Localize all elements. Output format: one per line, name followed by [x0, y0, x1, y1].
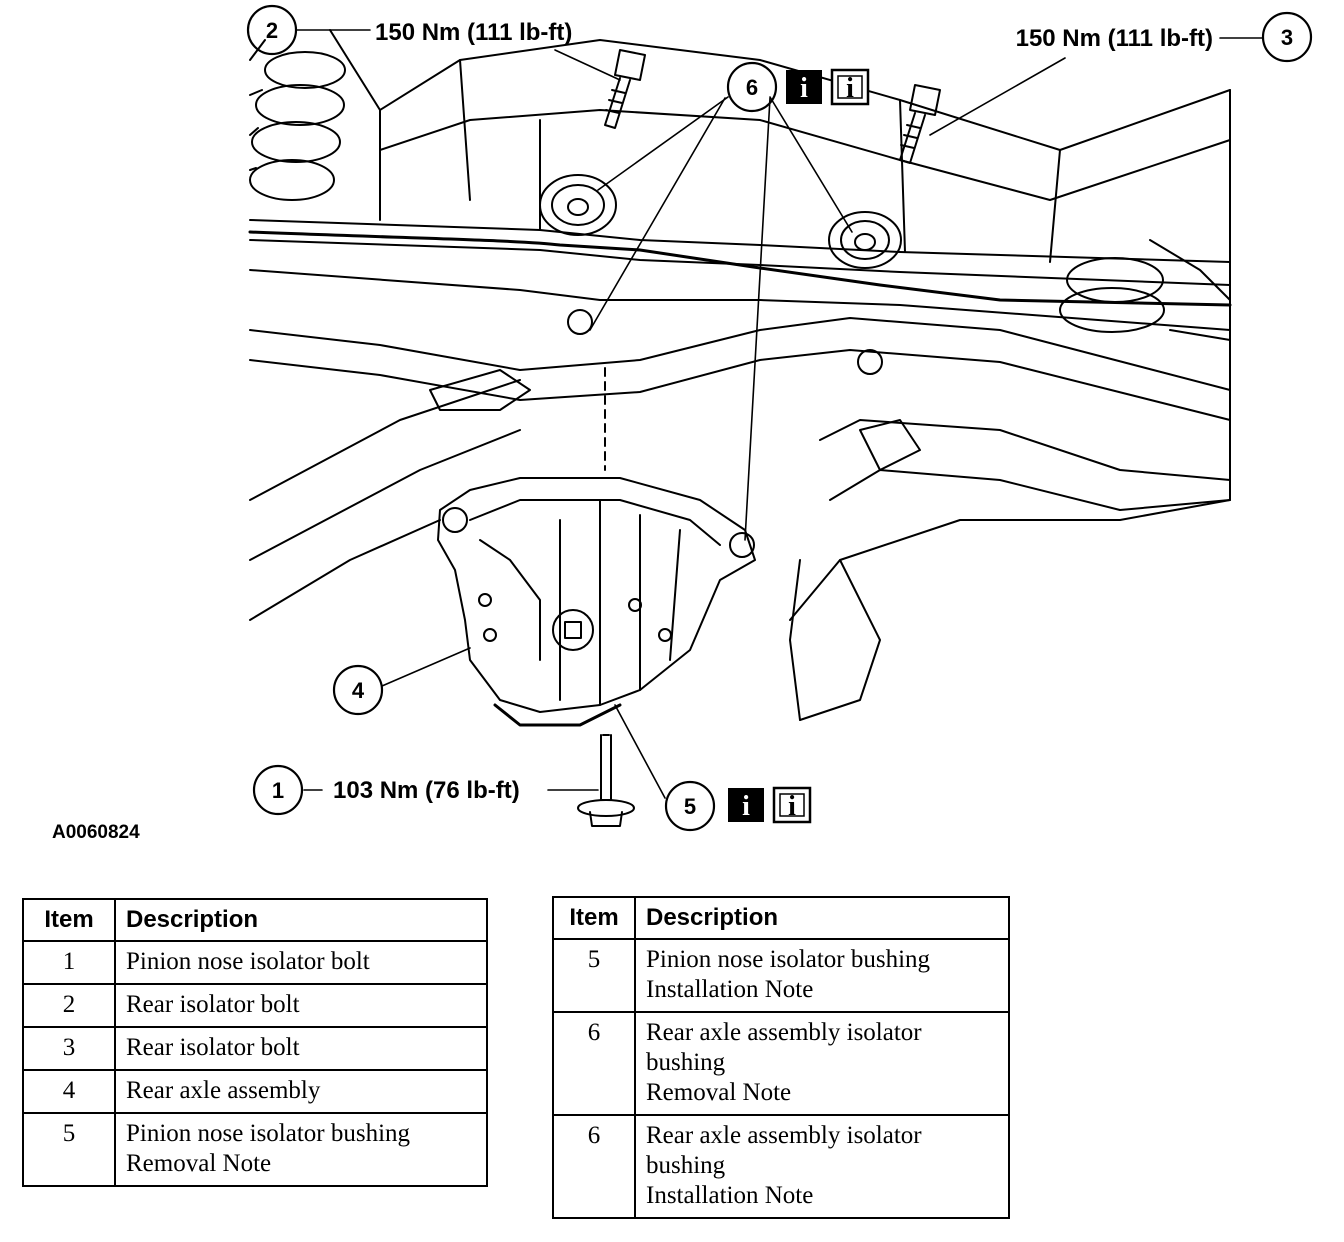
table-row: 1 Pinion nose isolator bolt	[22, 940, 488, 985]
item-description: Rear isolator bolt	[114, 983, 488, 1028]
item-number: 4	[22, 1069, 116, 1114]
callout-circle-1	[252, 764, 304, 816]
right-coil-spring	[1059, 239, 1231, 341]
left-coil-spring	[249, 39, 346, 201]
item-description: Pinion nose isolator bushing Installatio…	[634, 938, 1010, 1013]
isolator-bushing-right	[828, 211, 902, 269]
callout-number-3: 3	[1281, 25, 1293, 50]
callout-number-2: 2	[266, 18, 278, 43]
item-number: 2	[22, 983, 116, 1028]
item-number: 3	[22, 1026, 116, 1071]
item-number: 5	[22, 1112, 116, 1187]
rear-axle-diagram: 2 3 6 4 1 5 150 Nm (111 lb-ft) 150 Nm (1…	[246, 4, 1313, 832]
item-header: Item	[22, 898, 116, 942]
item-description: Pinion nose isolator bolt	[114, 940, 488, 985]
table-row: 2 Rear isolator bolt	[22, 983, 488, 1028]
table-row: 5 Pinion nose isolator bushing Installat…	[552, 938, 1010, 1013]
table-row: 6 Rear axle assembly isolator bushing In…	[552, 1114, 1010, 1219]
removal-note-link[interactable]: Removal Note	[646, 1079, 792, 1106]
item-number: 6	[552, 1011, 636, 1116]
callout-circle-3	[1261, 11, 1313, 63]
svg-text:i: i	[800, 73, 808, 104]
svg-text:i: i	[846, 73, 854, 104]
callout-circle-6	[726, 61, 778, 113]
torque-label-3: 150 Nm (111 lb-ft)	[1016, 25, 1213, 52]
callout-circle-5	[664, 780, 716, 832]
callout-circle-2	[246, 4, 298, 56]
pinion-mount-nut-left	[567, 309, 593, 335]
leader-lines	[295, 29, 1263, 799]
table-row: 3 Rear isolator bolt	[22, 1026, 488, 1071]
installation-note-link[interactable]: Installation Note	[646, 976, 814, 1003]
description-header: Description	[114, 898, 488, 942]
legend-table-right: Item Description 5 Pinion nose isolator …	[552, 896, 1010, 1219]
rear-axle-differential	[437, 477, 756, 727]
info-removal-icon[interactable]: i	[786, 70, 822, 104]
torque-label-2: 150 Nm (111 lb-ft)	[375, 19, 572, 46]
legend-table-left: Item Description 1 Pinion nose isolator …	[22, 898, 488, 1187]
table-row: 5 Pinion nose isolator bushing Removal N…	[22, 1112, 488, 1187]
description-header: Description	[634, 896, 1010, 940]
isolator-bushing-left	[539, 174, 617, 236]
callout-circle-4	[332, 664, 384, 716]
table-row: 4 Rear axle assembly	[22, 1069, 488, 1114]
pinion-mount-nut-right	[857, 349, 883, 375]
svg-text:i: i	[742, 791, 750, 822]
rear-isolator-bolt-left	[604, 49, 646, 129]
crossmember-frame	[249, 29, 1231, 721]
installation-note-link[interactable]: Installation Note	[646, 1182, 814, 1209]
item-number: 1	[22, 940, 116, 985]
brake-line	[248, 230, 1232, 307]
item-number: 5	[552, 938, 636, 1013]
table-row: 6 Rear axle assembly isolator bushing Re…	[552, 1011, 1010, 1116]
item-description: Rear axle assembly isolator bushing Remo…	[634, 1011, 1010, 1116]
item-description: Pinion nose isolator bushing Removal Not…	[114, 1112, 488, 1187]
figure-id: A0060824	[52, 822, 140, 843]
callout-number-6: 6	[746, 75, 758, 100]
info-installation-icon[interactable]: i	[830, 68, 870, 106]
item-description: Rear axle assembly isolator bushing Inst…	[634, 1114, 1010, 1219]
callout-number-1: 1	[272, 778, 284, 803]
removal-note-link[interactable]: Removal Note	[126, 1150, 272, 1177]
item-number: 6	[552, 1114, 636, 1219]
pinion-nose-bolt	[577, 734, 635, 827]
callout-number-4: 4	[352, 678, 365, 703]
item-description: Rear axle assembly	[114, 1069, 488, 1114]
info-installation-icon[interactable]: i	[772, 786, 812, 824]
mount-pocket-left	[429, 369, 531, 411]
info-removal-icon[interactable]: i	[728, 788, 764, 822]
torque-label-1: 103 Nm (76 lb-ft)	[333, 777, 520, 804]
rear-isolator-bolt-right	[899, 84, 941, 164]
item-header: Item	[552, 896, 636, 940]
mount-pocket-right	[859, 419, 921, 471]
item-description: Rear isolator bolt	[114, 1026, 488, 1071]
svg-text:i: i	[788, 791, 796, 822]
callout-number-5: 5	[684, 794, 696, 819]
